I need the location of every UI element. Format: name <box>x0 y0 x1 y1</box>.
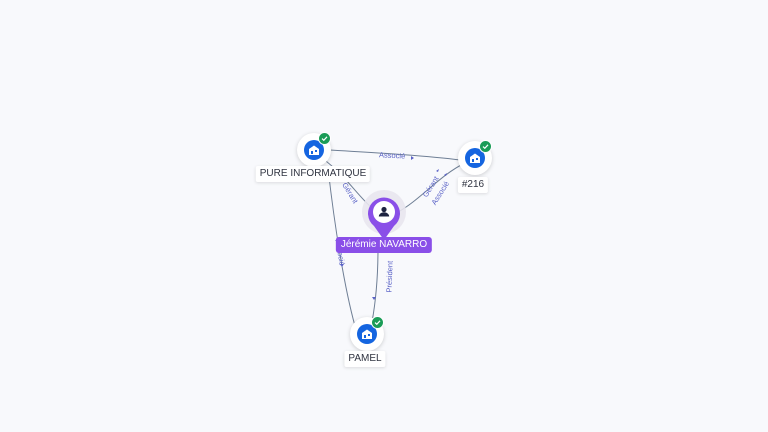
verified-check-icon <box>371 316 384 329</box>
edge-arrow <box>444 173 447 176</box>
company-icon-badge <box>465 148 485 168</box>
company-node-pure-informatique[interactable] <box>297 132 331 167</box>
company-label-216: #216 <box>457 177 489 193</box>
edge-label-president: Président <box>385 260 395 293</box>
user-icon <box>378 206 390 217</box>
verified-check-icon <box>479 140 492 153</box>
company-node-216[interactable] <box>458 140 492 175</box>
edge-pure-informatique-to-216 <box>329 149 461 161</box>
edge-arrow <box>372 297 376 300</box>
edge-arrow <box>411 156 414 160</box>
building-icon <box>309 145 319 155</box>
edge-arrow <box>436 169 439 172</box>
building-icon <box>470 153 480 163</box>
company-label-pamel: PAMEL <box>344 351 386 367</box>
edge-person-to-pamel <box>371 247 379 323</box>
company-node-pamel[interactable] <box>350 316 384 351</box>
company-icon-badge <box>357 324 377 344</box>
building-icon <box>362 329 372 339</box>
edge-pure-informatique-to-pamel <box>327 167 356 327</box>
company-icon-badge <box>304 140 324 160</box>
edge-label-associe: Associé <box>379 150 406 160</box>
person-label: Jérémie NAVARRO <box>335 237 433 253</box>
verified-check-icon <box>318 132 331 145</box>
edge-arrow <box>340 264 344 267</box>
person-node[interactable] <box>362 190 406 240</box>
company-label-pure-informatique: PURE INFORMATIQUE <box>255 166 371 182</box>
